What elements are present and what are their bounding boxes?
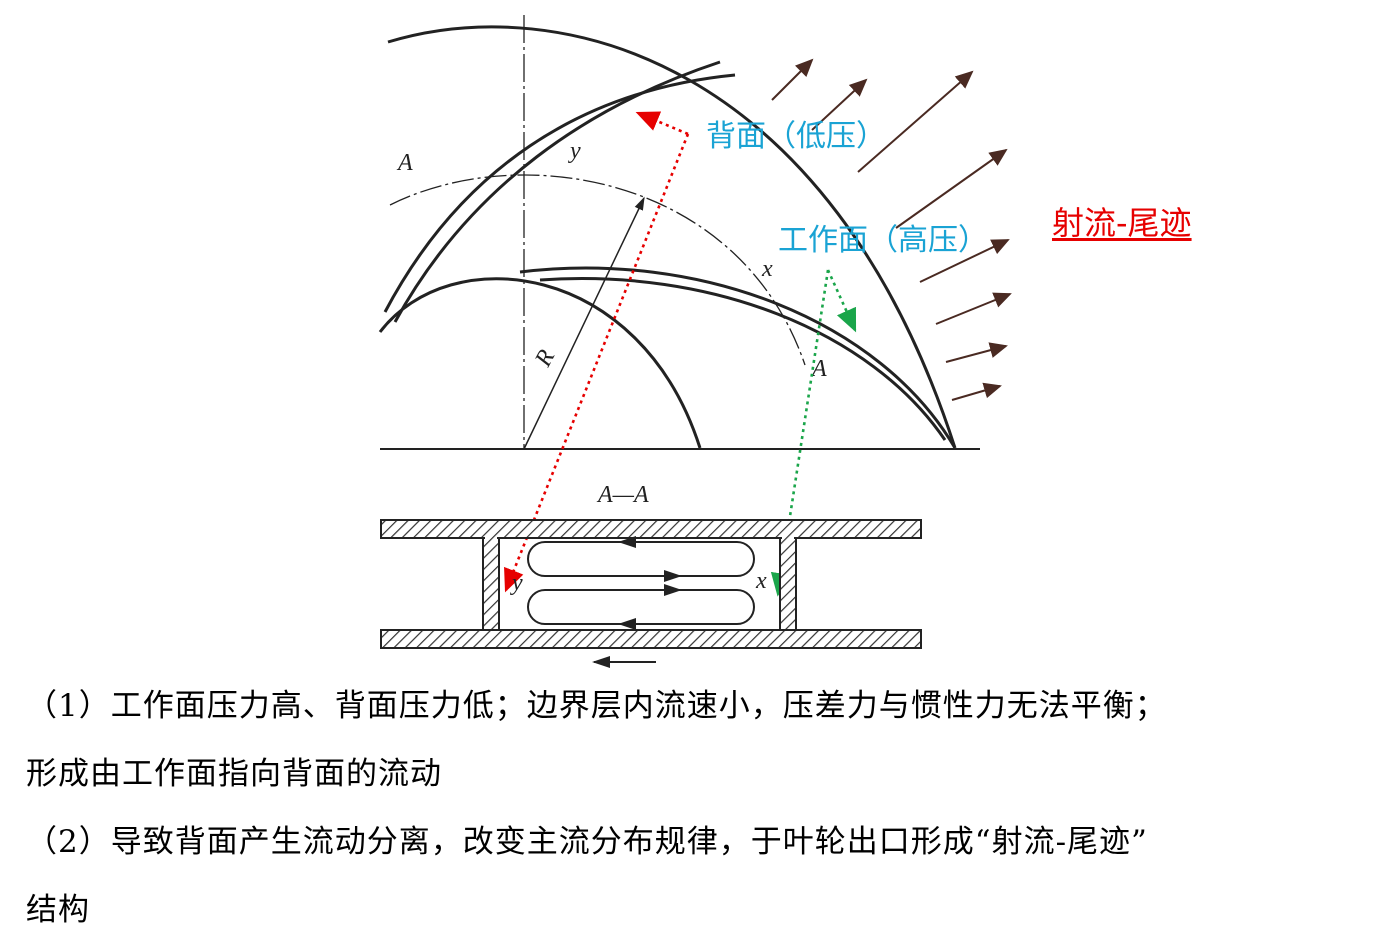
upper-blade-outer <box>383 73 736 313</box>
outflow-arrow <box>895 148 1008 229</box>
text-line-1: （1）工作面压力高、背面压力低；边界层内流速小，压差力与惯性力无法平衡； <box>26 688 1167 724</box>
red-pointer <box>504 111 690 593</box>
label-pressure-side: 工作面（高压） <box>778 223 988 258</box>
label-r: R <box>530 345 560 371</box>
hub-arc <box>378 277 702 449</box>
outflow-arrow <box>945 342 1008 363</box>
label-x-bottom: x <box>755 568 767 594</box>
outflow-arrow <box>935 292 1012 325</box>
outflow-arrow <box>951 382 1002 401</box>
label-y-top: y <box>568 138 581 164</box>
outflow-arrow <box>811 78 868 131</box>
radius-line <box>523 196 645 450</box>
section-view <box>380 519 922 668</box>
label-section: A—A <box>596 482 649 508</box>
outflow-arrow <box>919 239 1010 283</box>
lower-blade-inner <box>539 277 947 441</box>
jet-wake-title: 射流-尾迹 <box>1052 204 1192 242</box>
label-a-left: A <box>396 150 413 176</box>
label-suction-side: 背面（低压） <box>706 119 886 154</box>
outflow-arrow <box>771 58 814 101</box>
label-x-top: x <box>761 256 773 282</box>
lower-blade-outer <box>519 266 957 449</box>
outflow-arrows <box>771 58 1012 401</box>
outflow-arrow <box>857 70 974 173</box>
text-line-3: （2）导致背面产生流动分离，改变主流分布规律，于叶轮出口形成“射流-尾迹” <box>26 824 1148 860</box>
impeller-diagram: A y x A R 背面（低压） 工作面（高压） A—A <box>378 15 1012 668</box>
text-line-2: 形成由工作面指向背面的流动 <box>26 756 442 792</box>
explanation-text: （1）工作面压力高、背面压力低；边界层内流速小，压差力与惯性力无法平衡； 形成由… <box>26 672 1386 944</box>
radius-arc <box>389 174 806 366</box>
label-y-bottom: y <box>510 570 523 596</box>
upper-blade-inner <box>393 60 721 323</box>
text-line-4: 结构 <box>26 892 90 928</box>
